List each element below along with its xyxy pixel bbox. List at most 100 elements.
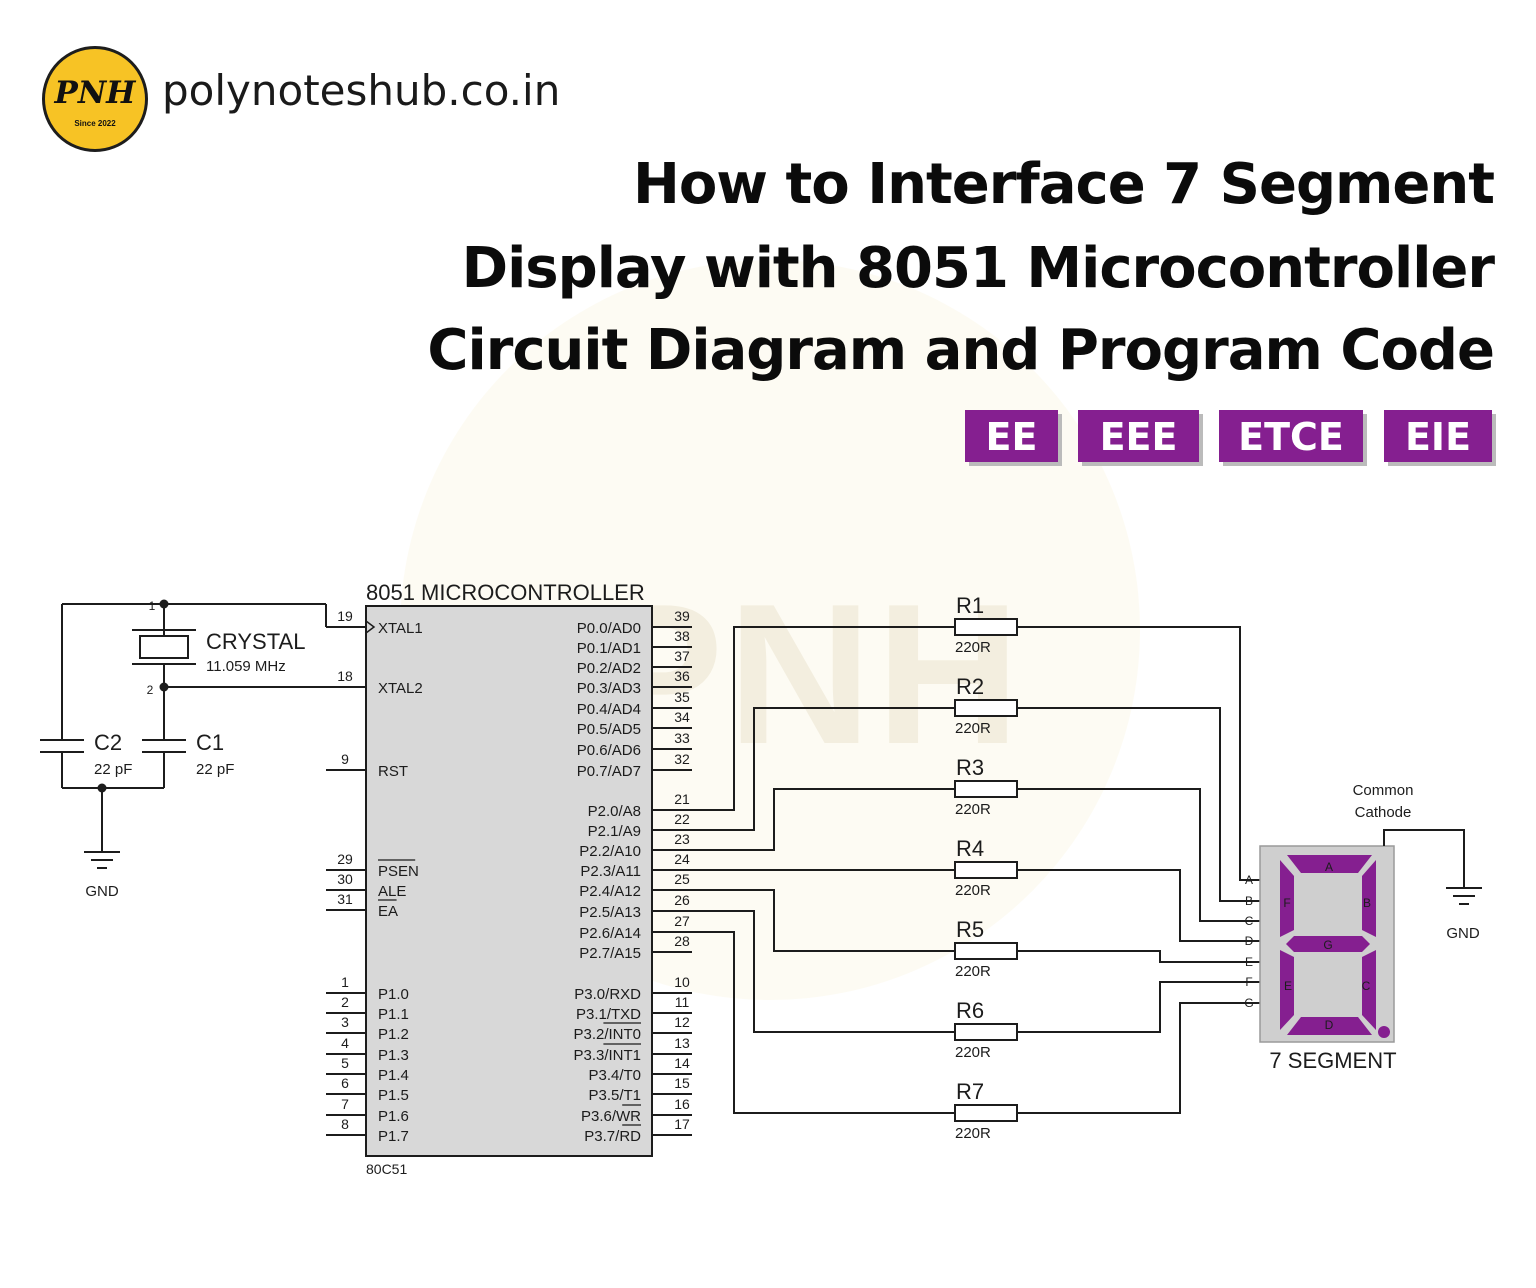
mcu-right-pin-name: P3.5/T1 [588, 1087, 641, 1104]
segment-pin-label: G [1244, 996, 1253, 1010]
mcu-left-pin-name: ALE [378, 883, 406, 900]
resistor-body [954, 780, 1018, 798]
mcu-left-pin-number: 1 [341, 974, 349, 990]
mcu-right-pin-number: 38 [674, 628, 690, 644]
mcu-right-pin-number: 37 [674, 648, 690, 664]
mcu-right-pin-name: P2.1/A9 [588, 823, 641, 840]
segment-pin-label: C [1245, 914, 1254, 928]
wire-r5-in [692, 889, 955, 952]
title-line-3: Circuit Diagram and Program Code [427, 318, 1495, 383]
mcu-right-pin-number: 12 [674, 1014, 690, 1030]
mcu-right-pin-name: P0.7/AD7 [577, 763, 641, 780]
tag-etce: ETCE [1219, 410, 1363, 462]
mcu-right-pin-number: 17 [674, 1116, 690, 1132]
mcu-right-pin-name: P0.1/AD1 [577, 640, 641, 657]
mcu-left-pin-number: 29 [337, 851, 353, 867]
mcu-right-pin-number: 10 [674, 974, 690, 990]
mcu-left-pin-number: 9 [341, 751, 349, 767]
junction-dot [159, 599, 169, 609]
mcu-left-pin-number: 4 [341, 1035, 349, 1051]
tag-eee: EEE [1078, 410, 1199, 462]
segment-letter: D [1325, 1018, 1334, 1032]
wire-r6-out [1017, 981, 1260, 1033]
mcu-part-label: 80C51 [366, 1161, 407, 1177]
resistor-body [954, 1023, 1018, 1041]
segment-letter: C [1362, 979, 1371, 993]
mcu-title: 8051 MICROCONTROLLER [366, 580, 645, 605]
mcu-left-pin-name: P1.6 [378, 1108, 409, 1125]
mcu-left-pin-number: 6 [341, 1075, 349, 1091]
mcu-right-pin-name: P0.4/AD4 [577, 701, 641, 718]
mcu-right-pin-name: P2.0/A8 [588, 803, 641, 820]
title-line-2: Display with 8051 Microcontroller [461, 236, 1495, 301]
mcu-right-pin-number: 33 [674, 730, 690, 746]
crystal-body [139, 635, 189, 659]
mcu-left-pin-name: P1.1 [378, 1006, 409, 1023]
mcu-right-pin-number: 24 [674, 851, 690, 867]
segment-pin-label: E [1245, 955, 1253, 969]
mcu-right-pin-number: 35 [674, 689, 690, 705]
wire-r7-in [692, 931, 955, 1114]
mcu-left-pin-name: P1.3 [378, 1047, 409, 1064]
resistor-name: R2 [956, 674, 984, 699]
mcu-left-pin-name: XTAL2 [378, 680, 423, 697]
mcu-left-pin-name: P1.7 [378, 1128, 409, 1145]
segment-g [1286, 936, 1370, 952]
mcu-right-pin-name: P2.3/A11 [580, 863, 641, 880]
mcu-right-pin-name: P3.1/TXD [576, 1006, 641, 1023]
cathode-label: Cathode [1355, 804, 1412, 821]
common-cathode-wire [1383, 829, 1465, 888]
logo-text: PNH [54, 75, 136, 111]
segment-letter: F [1283, 896, 1290, 910]
crystal-pin-number: 2 [147, 683, 154, 697]
seven-segment-label: 7 SEGMENT [1269, 1048, 1396, 1073]
mcu-right-pin-number: 21 [674, 791, 690, 807]
mcu-left-pin-name: PSEN [378, 863, 419, 880]
mcu-left-pin-number: 18 [337, 668, 353, 684]
mcu-right-pin-name: P3.4/T0 [588, 1067, 641, 1084]
crystal-value: 11.059 MHz [206, 658, 286, 675]
mcu-body [365, 605, 653, 1157]
mcu-left-pin-number: 19 [337, 608, 353, 624]
mcu-left-pin-number: 5 [341, 1055, 349, 1071]
c1-value: 22 pF [196, 761, 234, 778]
mcu-right-pin-name: P3.6/WR [581, 1108, 641, 1125]
mcu-left-pin-name: P1.2 [378, 1026, 409, 1043]
resistor-body [954, 618, 1018, 636]
resistor-body [954, 942, 1018, 960]
segment-c [1362, 950, 1376, 1030]
mcu-right-pin-name: P0.0/AD0 [577, 620, 641, 637]
title-line-1: How to Interface 7 Segment [632, 152, 1495, 217]
segment-a [1287, 855, 1372, 873]
resistor-name: R7 [956, 1079, 984, 1104]
mcu-left-pin-name: P1.5 [378, 1087, 409, 1104]
segment-pin-label: F [1245, 975, 1252, 989]
resistor-value: 220R [955, 720, 991, 737]
segment-letter: E [1284, 979, 1292, 993]
c2-name: C2 [94, 730, 122, 755]
mcu-right-pin-name: P0.6/AD6 [577, 742, 641, 759]
c2-value: 22 pF [94, 761, 132, 778]
site-name: polynoteshub.co.in [162, 66, 561, 115]
resistor-body [954, 861, 1018, 879]
mcu-left-pin-number: 3 [341, 1014, 349, 1030]
mcu-left-pin-name: RST [378, 763, 408, 780]
mcu-left-pin-number: 8 [341, 1116, 349, 1132]
mcu-right-pin-name: P3.3/INT1 [573, 1047, 641, 1064]
gnd-label-right: GND [1446, 925, 1480, 942]
wire-r7-out [1017, 1002, 1260, 1114]
mcu-left-pin-name: P1.4 [378, 1067, 409, 1084]
wire-r6-in [692, 910, 955, 1033]
mcu-right-pin-number: 16 [674, 1096, 690, 1112]
clock-arrow [365, 620, 376, 634]
mcu-right-pin-name: P3.7/RD [584, 1128, 641, 1145]
mcu-right-pin-number: 14 [674, 1055, 690, 1071]
resistor-name: R5 [956, 917, 984, 942]
resistor-value: 220R [955, 1125, 991, 1142]
resistor-body [954, 699, 1018, 717]
mcu-right-pin-name: P0.2/AD2 [577, 660, 641, 677]
segment-d [1287, 1017, 1372, 1035]
mcu-right-pin-number: 15 [674, 1075, 690, 1091]
crystal-pin-number: 1 [149, 599, 156, 613]
